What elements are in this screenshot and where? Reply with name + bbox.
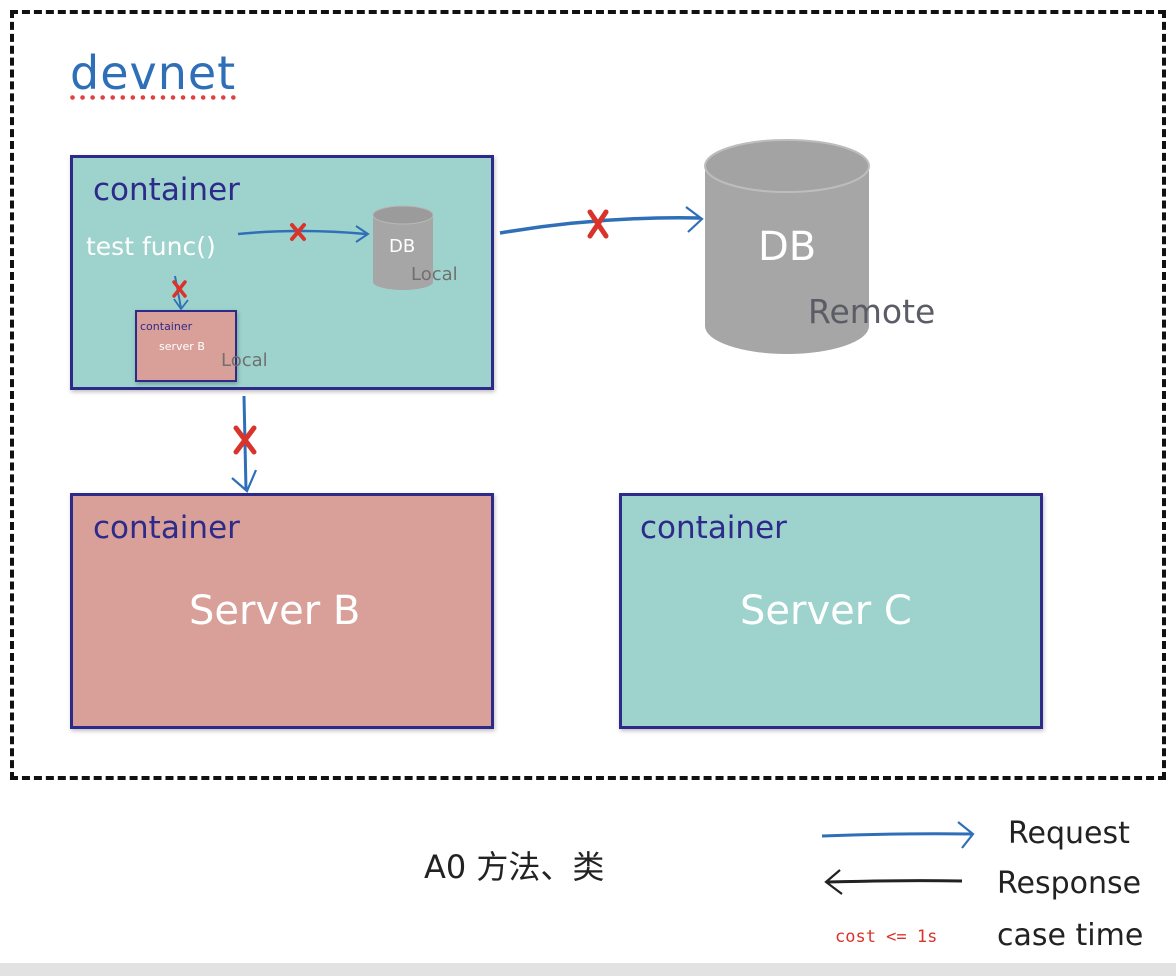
legend-request-arrow-icon bbox=[821, 821, 975, 849]
local-db-label: DB bbox=[389, 236, 416, 257]
nested-server-b-container[interactable]: container server B bbox=[135, 310, 237, 382]
remote-db-label: DB bbox=[758, 224, 817, 270]
server-b-label: Server B bbox=[189, 588, 361, 634]
legend-response-arrow-icon bbox=[824, 869, 963, 895]
server-b-container-label: container bbox=[93, 510, 240, 546]
remote-db[interactable]: DB bbox=[702, 136, 872, 358]
main-container[interactable]: container test func() DB Local container… bbox=[70, 155, 494, 390]
remote-db-tag: Remote bbox=[808, 292, 936, 331]
server-c-container[interactable]: container Server C bbox=[619, 493, 1043, 729]
server-c-label: Server C bbox=[740, 588, 912, 634]
nested-container-label: container bbox=[140, 320, 193, 333]
main-container-label: container bbox=[93, 172, 240, 208]
nested-server-b-label: server B bbox=[159, 340, 205, 353]
database-icon bbox=[372, 205, 434, 290]
caption: A0 方法、类 bbox=[424, 848, 605, 886]
legend-response-label: Response bbox=[997, 866, 1142, 901]
local-db-tag: Local bbox=[411, 264, 458, 285]
bottom-strip bbox=[0, 963, 1176, 976]
database-icon bbox=[704, 139, 870, 354]
local-db[interactable]: DB Local bbox=[371, 204, 458, 290]
test-func-label: test func() bbox=[86, 232, 216, 261]
legend-request-label: Request bbox=[1008, 816, 1130, 851]
server-b-container[interactable]: container Server B bbox=[70, 493, 494, 729]
devnet-boundary bbox=[10, 10, 1166, 780]
nested-server-b-tag: Local bbox=[221, 350, 268, 371]
server-c-container-label: container bbox=[640, 510, 787, 546]
legend-cost: cost <= 1s bbox=[835, 927, 938, 947]
legend-case-time-label: case time bbox=[997, 918, 1144, 953]
devnet-title: devnet bbox=[70, 46, 237, 100]
